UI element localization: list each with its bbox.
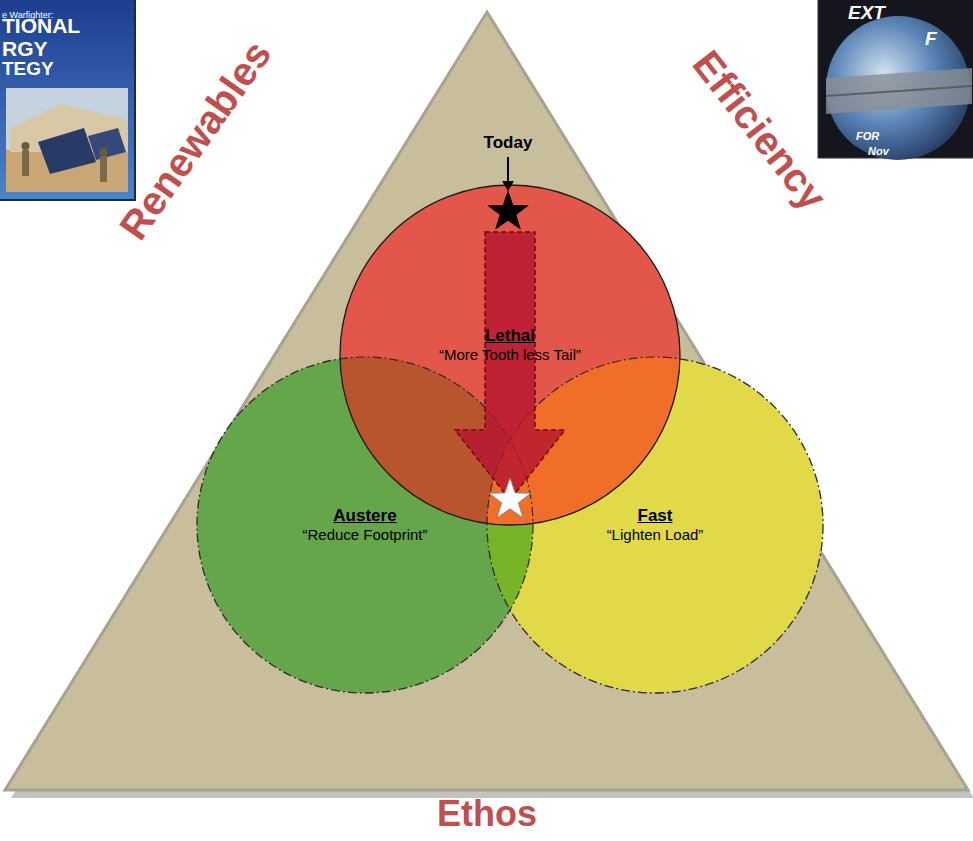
- lethal-circle: Lethal“More Tooth less Tail”: [340, 185, 680, 525]
- circle-heading: Lethal: [485, 326, 535, 346]
- cover-text-holder: FOR: [856, 126, 879, 144]
- cover-title: RGY: [2, 37, 48, 61]
- cover-title-holder: RGY: [2, 37, 48, 61]
- today-label: Today: [484, 133, 533, 153]
- cover-text: Nov: [868, 145, 889, 158]
- base-label: Ethos: [437, 793, 537, 834]
- strategy-cover: [0, 0, 135, 200]
- circle-shape: [197, 357, 533, 693]
- circle-subtitle: “More Tooth less Tail”: [439, 346, 581, 364]
- circle-subtitle: “Lighten Load”: [607, 526, 704, 544]
- cover-title-holder: TIONAL: [2, 14, 80, 38]
- circle-shape: [487, 357, 823, 693]
- austere-circle: Austere“Reduce Footprint”: [197, 357, 533, 693]
- circle-heading: Fast: [638, 506, 673, 526]
- today-pointer: [507, 157, 509, 182]
- cover-text-holder: Nov: [868, 141, 889, 159]
- side-label-holder: Efficiency: [684, 41, 837, 218]
- base-label-holder: Ethos: [437, 793, 537, 834]
- circle-subtitle: “Reduce Footprint”: [302, 526, 427, 544]
- cover-title: TIONAL: [2, 14, 80, 38]
- side-label: Efficiency: [684, 41, 837, 218]
- cover-title: TEGY: [2, 58, 54, 80]
- cover-title: EXT: [848, 2, 885, 24]
- future-cover: [818, 0, 973, 160]
- fast-circle: Fast“Lighten Load”: [487, 357, 823, 693]
- cover-title-holder: TEGY: [2, 58, 54, 80]
- cover-title-holder: F: [925, 28, 937, 50]
- cover-text: FOR: [856, 130, 879, 143]
- today-label-holder: Today: [484, 133, 533, 153]
- circle-heading: Austere: [333, 506, 396, 526]
- cover-title-holder: EXT: [848, 2, 885, 24]
- cover-title: F: [925, 28, 937, 50]
